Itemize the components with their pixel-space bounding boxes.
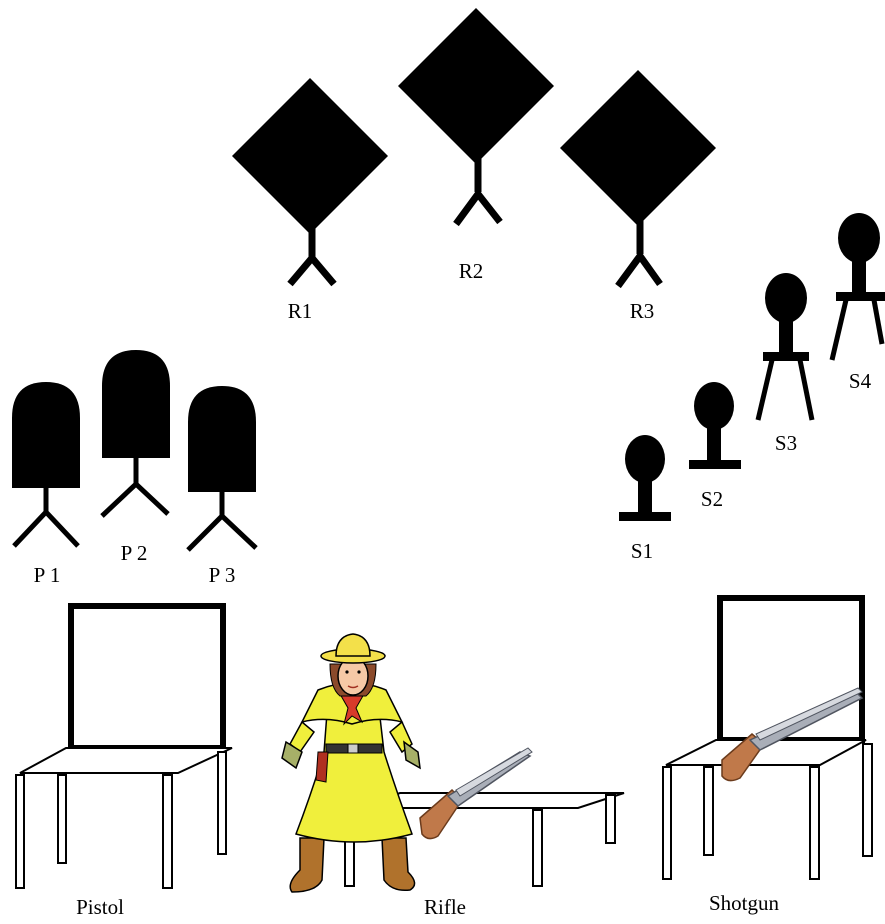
station-label: Pistol bbox=[76, 895, 124, 919]
rifle-target-label: R2 bbox=[459, 259, 484, 283]
shotgun-target-label: S3 bbox=[775, 431, 797, 455]
shotgun-target-label: S4 bbox=[849, 369, 872, 393]
pistol-target-p2: P 2 bbox=[102, 350, 170, 565]
station-label: Rifle bbox=[424, 895, 466, 919]
rifle-target-label: R3 bbox=[630, 299, 655, 323]
pistol-station: Pistol bbox=[16, 606, 232, 919]
pistol-target-p1: P 1 bbox=[12, 382, 80, 587]
rifle-target-r2: R2 bbox=[398, 8, 554, 283]
pistol-target-p3: P 3 bbox=[188, 386, 256, 587]
rifle-target-r3: R3 bbox=[560, 70, 716, 323]
pistol-target-label: P 3 bbox=[209, 563, 236, 587]
rifle-target-label: R1 bbox=[288, 299, 313, 323]
shotgun-target-s4: S4 bbox=[832, 213, 885, 393]
shotgun-target-label: S2 bbox=[701, 487, 723, 511]
pistol-target-label: P 2 bbox=[121, 541, 148, 565]
shotgun-target-s2: S2 bbox=[689, 382, 741, 511]
pistol-target-label: P 1 bbox=[34, 563, 61, 587]
shotgun-target-s1: S1 bbox=[619, 435, 671, 563]
station-label: Shotgun bbox=[709, 891, 780, 915]
pistol-station-table bbox=[16, 748, 232, 888]
shotgun-target-label: S1 bbox=[631, 539, 653, 563]
shotgun-target-s3: S3 bbox=[758, 273, 812, 455]
shotgun-station-table bbox=[663, 740, 872, 879]
rifle-station: Rifle bbox=[282, 634, 624, 919]
rifle-target-r1: R1 bbox=[232, 78, 388, 323]
pistol-station-window bbox=[71, 606, 223, 748]
shotgun-station: Shotgun bbox=[663, 598, 872, 915]
